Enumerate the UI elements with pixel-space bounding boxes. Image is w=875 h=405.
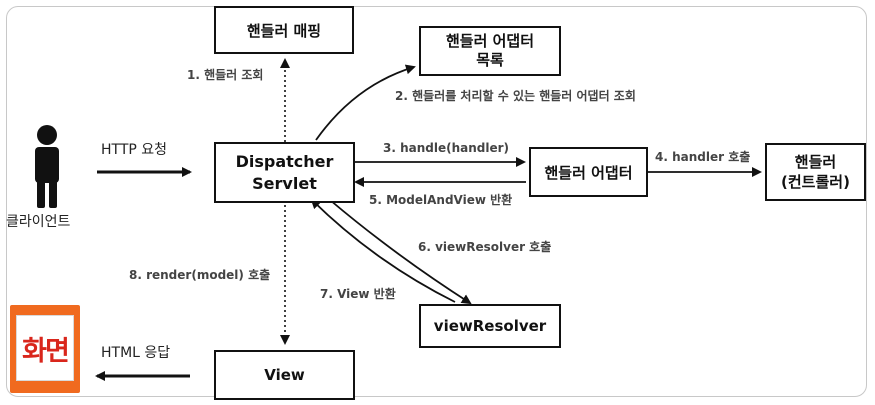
handler-adapter-label: 핸들러 어댑터	[544, 163, 633, 182]
label-step2: 2. 핸들러를 처리할 수 있는 핸들러 어댑터 조회	[395, 89, 636, 103]
screen-paper: 화면	[16, 315, 74, 381]
view-resolver-box: viewResolver	[419, 304, 561, 348]
handler-line1: 핸들러	[794, 153, 837, 171]
handler-adapter-list-box: 핸들러 어댑터 목록	[419, 26, 561, 76]
client-label: 클라이언트	[6, 214, 71, 230]
handler-mapping-box: 핸들러 매핑	[214, 6, 354, 54]
arrow-step2	[315, 64, 416, 141]
dispatcher-line1: Dispatcher	[235, 151, 334, 171]
view-resolver-label: viewResolver	[433, 317, 547, 335]
handler-line2: (컨트롤러)	[781, 173, 850, 191]
label-step4: 4. handler 호출	[655, 150, 751, 164]
label-html-response: HTML 응답	[101, 345, 171, 361]
dispatcher-servlet-box: Dispatcher Servlet	[214, 142, 355, 203]
handler-adapter-box: 핸들러 어댑터	[529, 147, 648, 197]
arrow-step6	[329, 199, 472, 305]
client-person-icon	[35, 125, 59, 208]
label-step6: 6. viewResolver 호출	[418, 240, 552, 254]
label-step3: 3. handle(handler)	[383, 141, 510, 155]
label-http-request: HTTP 요청	[101, 142, 168, 158]
handler-adapter-list-line2: 목록	[476, 51, 504, 69]
dispatcher-line2: Servlet	[252, 173, 317, 193]
label-step7: 7. View 반환	[320, 287, 396, 301]
view-label: View	[264, 366, 305, 384]
handler-adapter-list-line1: 핸들러 어댑터	[445, 32, 535, 50]
label-step5: 5. ModelAndView 반환	[369, 193, 513, 207]
label-step8: 8. render(model) 호출	[129, 268, 271, 282]
handler-mapping-label: 핸들러 매핑	[246, 21, 322, 40]
screen-label: 화면	[22, 335, 70, 367]
handler-box: 핸들러 (컨트롤러)	[765, 143, 866, 201]
label-step1: 1. 핸들러 조회	[187, 68, 264, 82]
screen-icon: 화면	[10, 305, 80, 393]
view-box: View	[214, 350, 355, 400]
arrow-step7	[310, 198, 456, 303]
